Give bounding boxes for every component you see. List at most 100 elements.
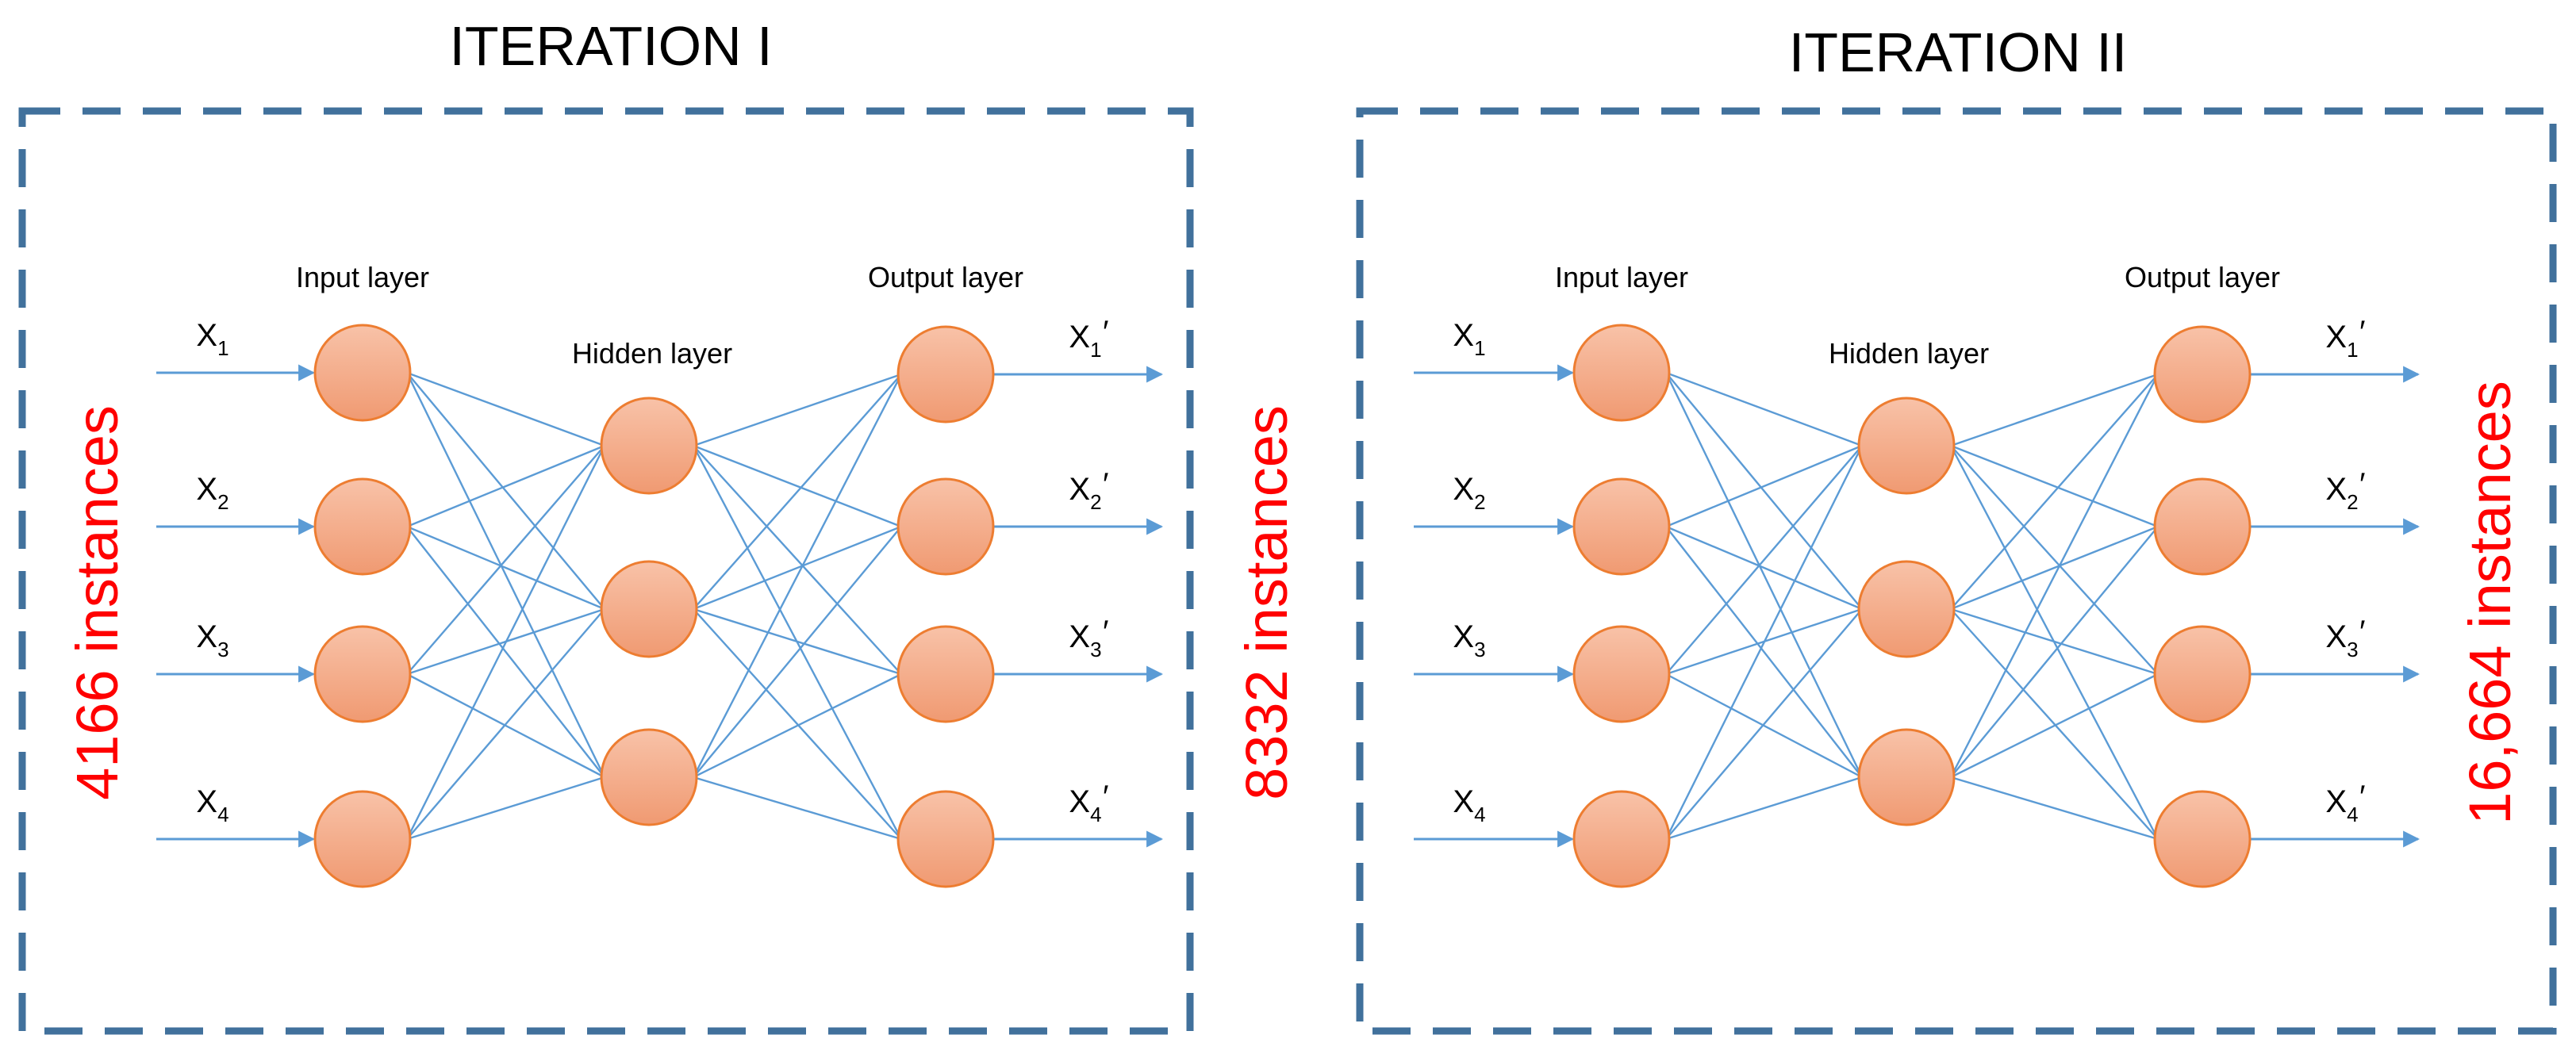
connection-edge (1665, 445, 1863, 675)
connection-edge (693, 444, 902, 528)
input-node (313, 790, 412, 888)
input-variable-label: X3 (196, 619, 228, 661)
var-base: X (1069, 619, 1090, 654)
connection-edge (1950, 608, 2159, 840)
connection-edge (1665, 526, 1863, 778)
input-count-label: 4166 instances (64, 405, 130, 800)
connection-edge (693, 445, 902, 675)
var-base: X (2325, 472, 2347, 507)
var-prime: ′ (1103, 315, 1109, 350)
connection-edge (1950, 445, 2159, 675)
connection-edge (1665, 776, 1863, 841)
connection-edge (1665, 444, 1863, 528)
connection-edge (693, 526, 902, 778)
input-variable-label: X4 (196, 784, 228, 826)
var-base: X (196, 318, 217, 353)
connection-edge (1950, 526, 2159, 778)
var-base: X (1069, 784, 1090, 819)
var-base: X (196, 472, 217, 507)
connection-edge (406, 372, 605, 610)
panel-box (1356, 107, 2557, 1035)
hidden-layer-label: Hidden layer (1829, 337, 1989, 370)
input-variable-label: X4 (1453, 784, 1485, 826)
connection-edge (1950, 673, 2159, 779)
var-subscript: 1 (2347, 338, 2358, 362)
output-node (2153, 477, 2252, 576)
connection-edge (406, 673, 605, 779)
connection-edge (1950, 374, 2159, 610)
connection-edge (406, 445, 605, 675)
connection-edge (1949, 374, 2159, 778)
input-node (313, 625, 412, 723)
input-variable-label: X2 (1453, 472, 1485, 514)
output-variable-label: X1 (1069, 320, 1101, 362)
var-base: X (1453, 318, 1474, 353)
output-count-label: 8332 instances (1234, 405, 1300, 800)
input-layer-label: Input layer (1555, 261, 1688, 293)
var-subscript: 2 (1474, 490, 1485, 514)
var-base: X (196, 619, 217, 654)
var-subscript: 3 (2347, 638, 2358, 661)
var-base: X (1069, 472, 1090, 507)
var-subscript: 4 (217, 803, 228, 826)
output-node (896, 477, 995, 576)
input-variable-label: X1 (196, 318, 228, 360)
input-node (1572, 324, 1671, 422)
var-subscript: 2 (2347, 490, 2358, 514)
connection-edge (406, 526, 605, 778)
output-node (2153, 790, 2252, 888)
output-layer-label: Output layer (868, 261, 1023, 293)
connection-edge (1664, 372, 1864, 778)
output-count-label: 16,664 instances (2457, 381, 2523, 825)
connection-edge (1950, 776, 2159, 841)
var-subscript: 2 (1090, 490, 1101, 514)
connection-edge (1665, 372, 1863, 610)
connection-edge (1664, 445, 1864, 840)
output-node (896, 625, 995, 723)
connection-edge (1950, 525, 2159, 611)
input-node (1572, 625, 1671, 723)
var-base: X (2325, 320, 2347, 355)
hidden-node (600, 560, 698, 658)
connection-edge (1665, 525, 1863, 611)
input-node (1572, 790, 1671, 888)
connection-edge (405, 372, 606, 778)
input-variable-label: X2 (196, 472, 228, 514)
connection-edge (405, 445, 606, 840)
hidden-node (1857, 728, 1956, 826)
connection-edge (693, 673, 902, 779)
connection-edge (406, 371, 605, 447)
connection-edge (406, 444, 605, 528)
input-variable-label: X1 (1453, 318, 1485, 360)
panel-title: ITERATION I (449, 15, 772, 77)
connection-edge (1665, 371, 1863, 447)
var-subscript: 3 (217, 638, 228, 661)
hidden-node (1857, 397, 1956, 495)
var-base: X (1453, 619, 1474, 654)
connection-edge (406, 525, 605, 611)
output-layer-label: Output layer (2125, 261, 2280, 293)
var-prime: ′ (1103, 615, 1109, 650)
output-variable-label: X4 (2325, 784, 2358, 826)
var-prime: ′ (1103, 467, 1109, 502)
connection-edge (693, 525, 902, 611)
connection-edge (693, 373, 902, 447)
connection-edge (692, 374, 903, 778)
hidden-node (600, 728, 698, 826)
input-layer-label: Input layer (296, 261, 429, 293)
var-subscript: 4 (1090, 803, 1101, 826)
hidden-node (1857, 560, 1956, 658)
output-variable-label: X2 (1069, 472, 1101, 514)
output-node (2153, 625, 2252, 723)
connection-edge (1950, 607, 2159, 676)
var-subscript: 4 (1474, 803, 1485, 826)
connection-edge (1665, 608, 1863, 840)
output-node (2153, 325, 2252, 424)
connection-edge (1950, 444, 2159, 528)
panel-iteration-2: ITERATION II Input layer Hidden layer Ou… (1356, 21, 2557, 1035)
input-variable-label: X3 (1453, 619, 1485, 661)
var-subscript: 1 (217, 336, 228, 360)
